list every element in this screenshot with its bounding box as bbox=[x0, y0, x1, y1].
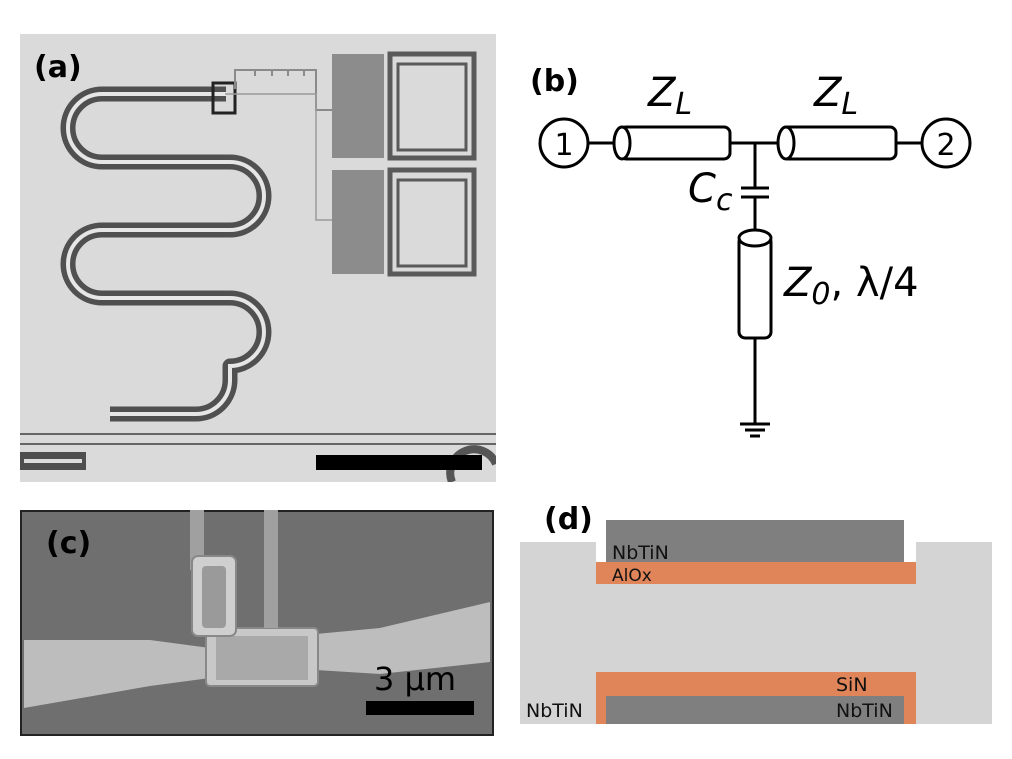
transmission-line-right bbox=[776, 125, 898, 161]
alox-layer bbox=[596, 562, 916, 584]
bottom-nbtin-label: NbTiN bbox=[836, 700, 893, 722]
panel-d-label: (d) bbox=[544, 502, 593, 537]
top-nbtin-label: NbTiN bbox=[612, 542, 669, 564]
port-1-label: 1 bbox=[554, 128, 573, 163]
alox-label: AlOx bbox=[612, 566, 652, 586]
sin-label: SiN bbox=[836, 674, 868, 696]
bottom-nbtin-layer bbox=[606, 696, 904, 724]
quarter-wave-resonator bbox=[737, 228, 773, 340]
panel-a-label: (a) bbox=[34, 50, 82, 85]
panel-c: (c) 3 µm bbox=[18, 508, 496, 738]
panel-d: NbTiN AlOx SiN NbTiN NbTiN (d) bbox=[520, 500, 992, 726]
scale-bar-c bbox=[366, 701, 474, 715]
cross-section-diagram: NbTiN AlOx SiN NbTiN NbTiN bbox=[520, 520, 992, 724]
transmission-line-left bbox=[612, 125, 732, 161]
scale-bar-a bbox=[316, 455, 482, 470]
z0-label: Z0, λ/4 bbox=[783, 260, 919, 312]
sem-image-resonator bbox=[20, 34, 500, 484]
right-electrode bbox=[316, 602, 490, 674]
top-nbtin-layer bbox=[606, 520, 904, 564]
zl-right-label: ZL bbox=[813, 70, 858, 122]
zoom-box bbox=[211, 81, 237, 115]
left-nbtin-label: NbTiN bbox=[526, 700, 583, 722]
panel-b: (b) 1 ZL ZL 2 Cc Z0, λ/4 bbox=[520, 34, 1000, 454]
circuit-schematic: 1 ZL ZL 2 Cc Z0, λ/4 bbox=[538, 70, 972, 438]
ground-symbol bbox=[740, 422, 770, 438]
panel-a: (a) bbox=[20, 34, 500, 484]
port-2-label: 2 bbox=[936, 128, 955, 163]
panel-b-label: (b) bbox=[530, 64, 579, 99]
scale-bar-c-label: 3 µm bbox=[374, 660, 457, 698]
port-2-circle bbox=[920, 117, 972, 169]
cc-label: Cc bbox=[688, 166, 733, 218]
panel-c-label: (c) bbox=[46, 526, 92, 561]
zl-left-label: ZL bbox=[647, 70, 692, 122]
left-electrode bbox=[24, 640, 210, 708]
